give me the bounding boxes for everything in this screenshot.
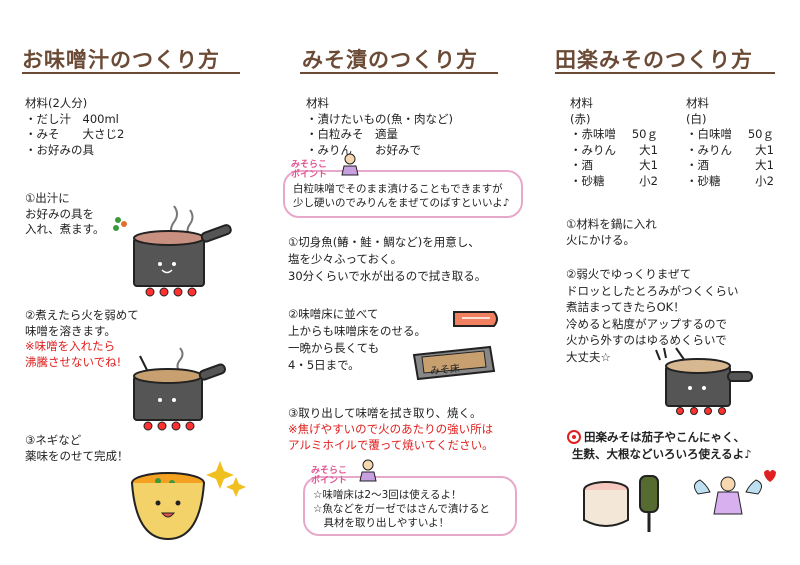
angel-character-icon	[359, 459, 377, 482]
miso-box-illustration	[412, 345, 496, 381]
step-1-text: ①出汁にお好みの具を入れ、煮ます。	[25, 191, 105, 236]
point-box	[303, 476, 517, 536]
pot-illustration	[113, 205, 232, 297]
recipe-title-dengaku-miso: 田楽みそのつくり方	[555, 48, 753, 72]
ingredients-list: 材料(2人分)・だし汁 400ml ・みそ 大さじ2・お好みの具	[25, 96, 125, 157]
point-tag: みそらこポイント	[291, 160, 328, 180]
recipe-title-miso-soup: お味噌汁のつくり方	[22, 48, 220, 72]
pot-with-ladle-illustration	[133, 347, 227, 431]
fish-fillet-icon	[453, 311, 498, 327]
title-underline	[555, 72, 775, 74]
recipe-title-misozuke: みそ漬のつくり方	[302, 48, 478, 72]
usage-note: 田楽みそは茄子やこんにゃく、生麩、大根などいろいろ使えるよ♪	[572, 430, 752, 461]
point-text: 白粒味噌でそのまま漬けることもできますが少し硬いのでみりんをまぜてのばすといいよ…	[293, 183, 510, 209]
white-miso-header: 材料(白)	[686, 96, 709, 126]
title-underline	[300, 72, 498, 74]
step-2-text: ②弱火でゆっくりまぜてドロッとしたとろみがつくくらい煮詰まってきたらOK！ 冷め…	[566, 267, 739, 364]
step-1-text: ①切身魚(鰆・鮭・鯛など)を用意し、塩を少々ふっておく。30分くらいで水が出るの…	[288, 235, 487, 283]
step-3-text: ③ネギなど薬味をのせて完成！	[25, 433, 129, 463]
red-miso-header: 材料(赤)	[570, 96, 593, 126]
point-tag: みそらこポイント	[311, 466, 348, 486]
pot-with-spoon-illustration	[655, 347, 753, 415]
ingredients-list: 材料・漬けたいもの(魚・肉など) ・白粒みそ 適量・みりん お好みで	[306, 96, 453, 157]
step-1-text: ①材料を鍋に入れ火にかける。	[566, 217, 657, 247]
dengaku-illustration	[583, 470, 776, 532]
point-box	[283, 170, 523, 218]
miso-bowl-illustration	[131, 461, 246, 541]
flower-icon	[567, 430, 581, 444]
step-3-text: ③取り出して味噌を拭き取り、焼く。 ※焦げやすいので火のあたりの強い所はアルミホ…	[288, 406, 494, 452]
step-2-text: ②煮えたら火を弱めて味噌を溶きます。 ※味噌を入れたら沸騰させないでね!	[25, 308, 139, 369]
miso-box-label: みそ床	[429, 363, 461, 378]
point-text: ☆味噌床は2～3回は使えるよ！☆魚などをガーゼではさんで漬けると 具材を取り出し…	[313, 489, 490, 529]
angel-character-icon	[341, 153, 359, 176]
title-underline	[22, 72, 240, 74]
